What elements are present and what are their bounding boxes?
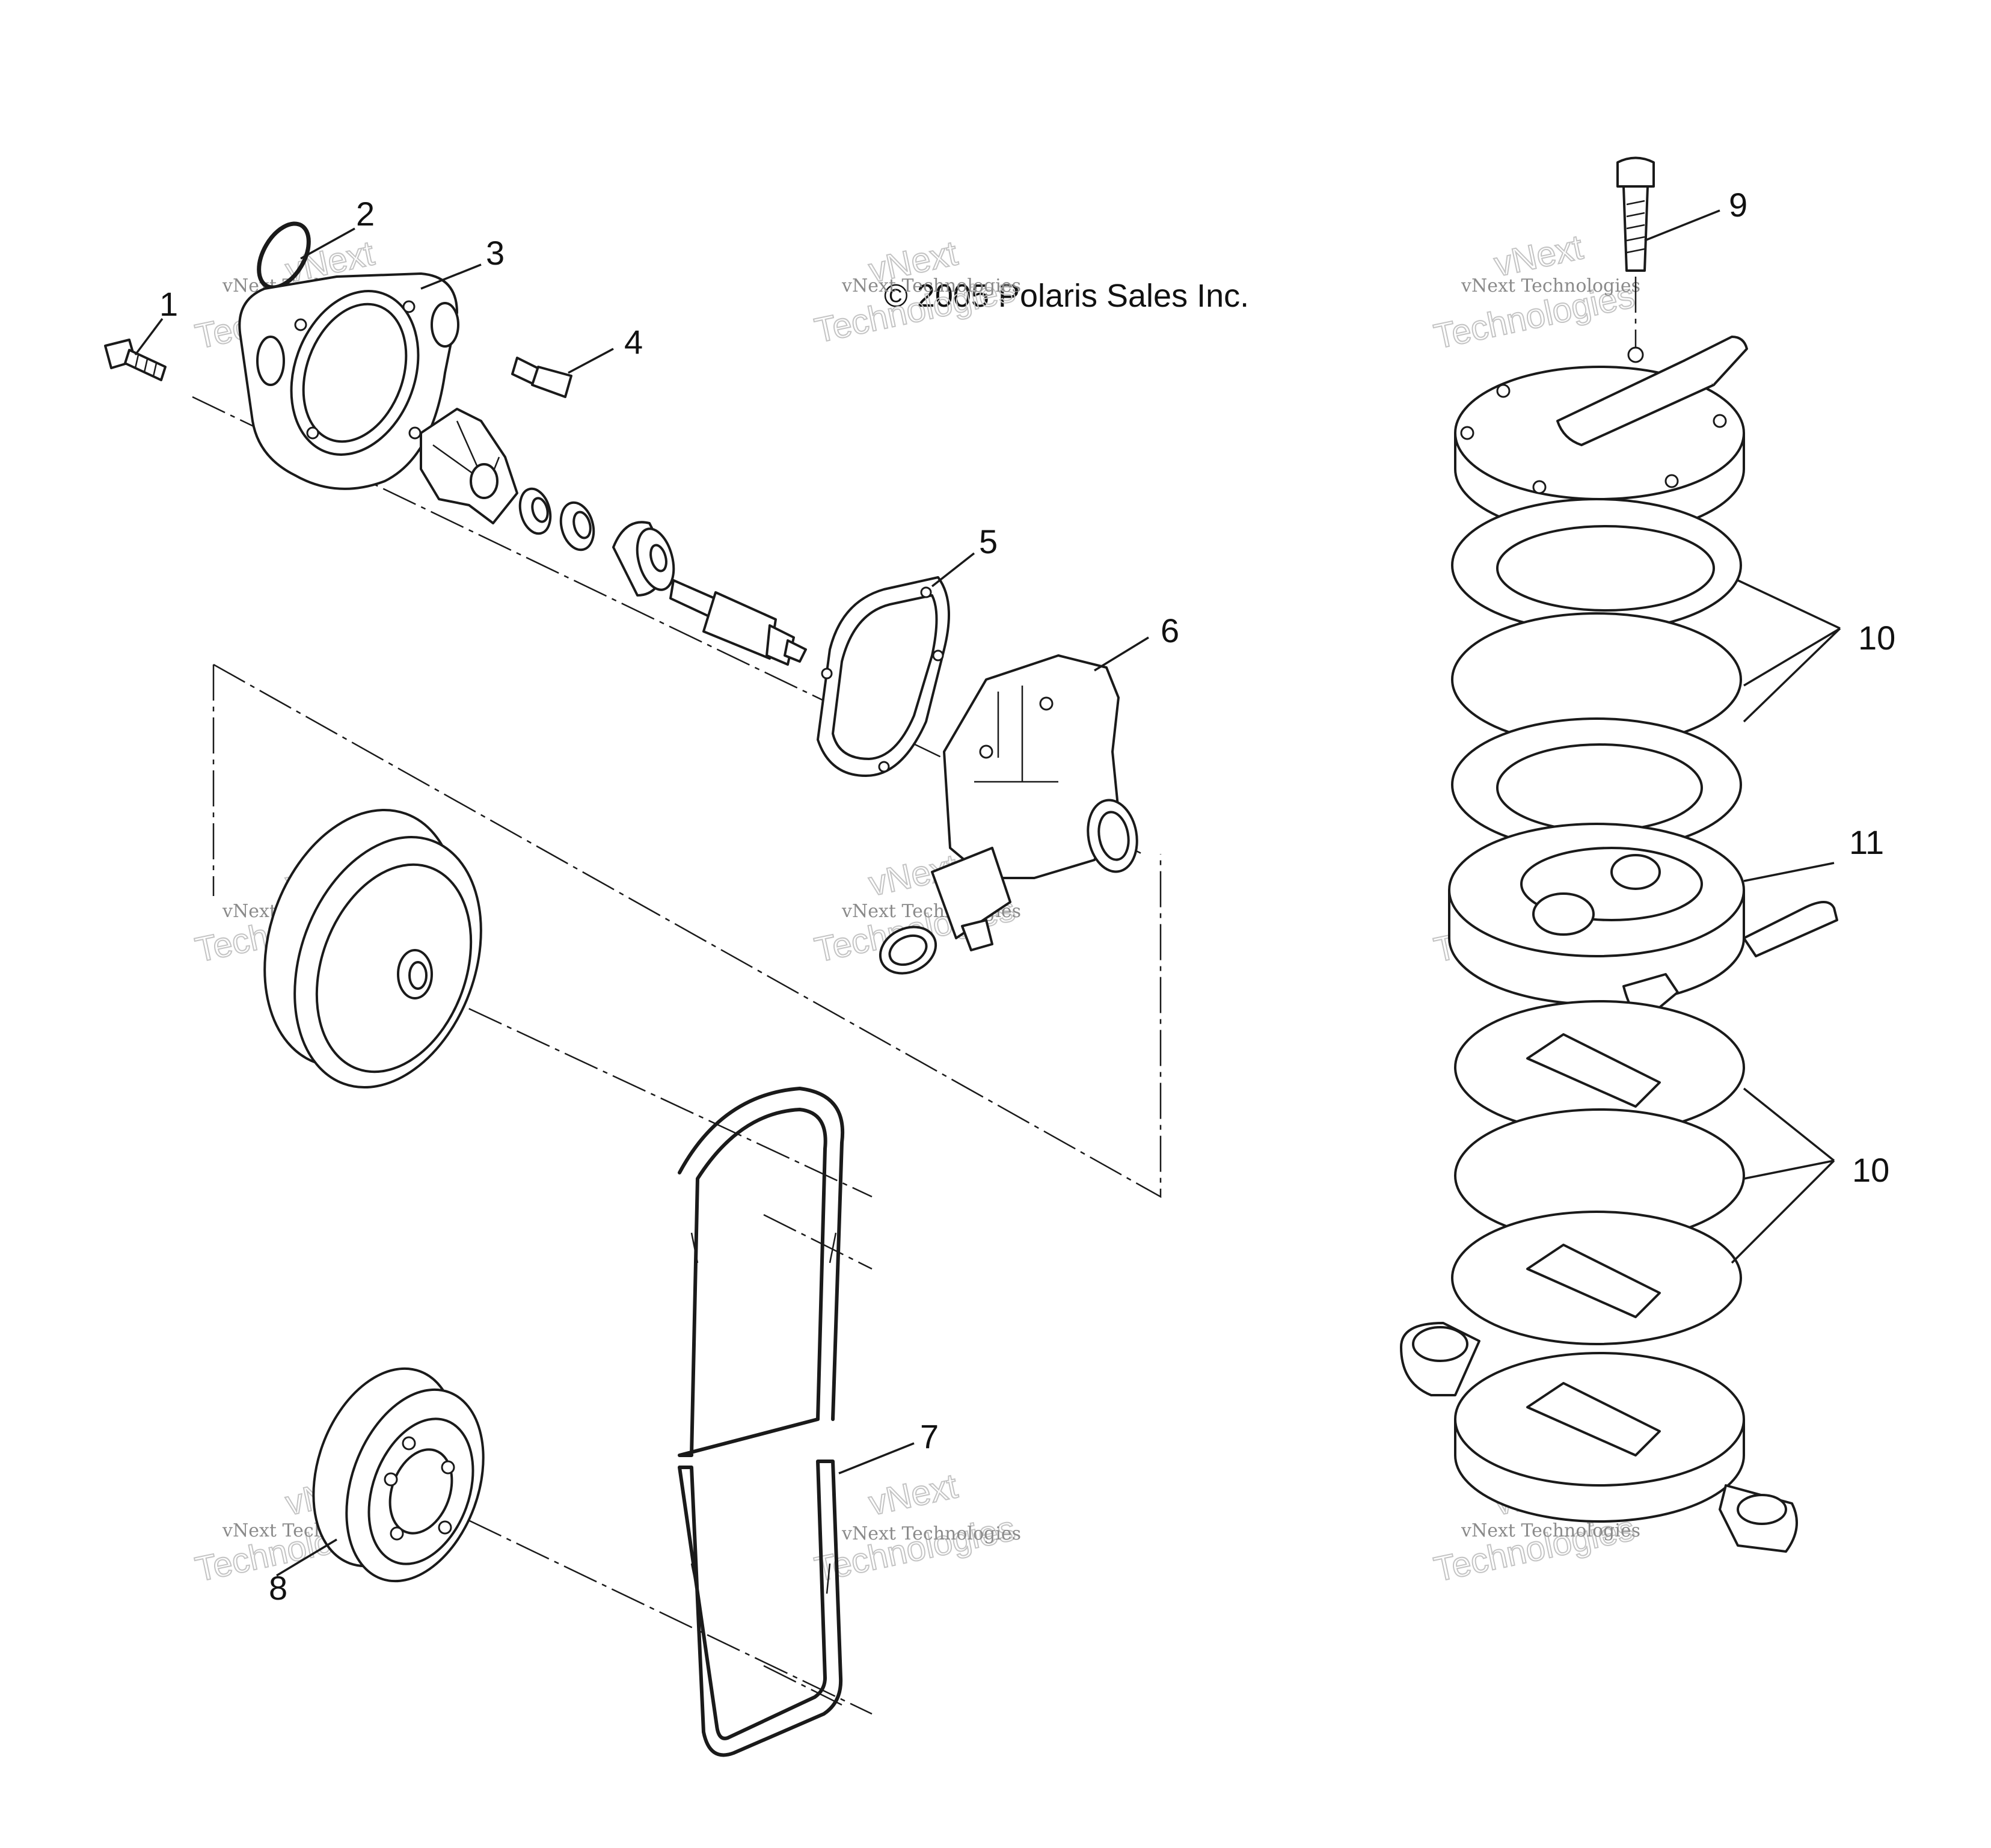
watermark-text-serif: vNext Technologies [841,275,1021,296]
leader-line-5 [931,552,975,588]
gasket-part-5 [817,576,950,777]
drive-belt-part-7 [678,1087,845,1757]
pulley-upper [263,808,482,1089]
diaphragm-upper-1 [1451,498,1742,633]
leader-lines-10-lower [1731,1087,1835,1264]
bolt-part-4 [511,357,572,398]
upper-pulley-centerline [420,985,873,1198]
callout-7: 7 [920,1417,939,1455]
copyright-text: © 2005 Polaris Sales Inc. [884,278,1249,314]
callout-10-lower: 10 [1852,1151,1889,1189]
leader-line-11 [1743,862,1835,882]
watermark-top-center: Technologies vNext vNext Technologies [811,233,1021,351]
pulley-part-8 [312,1367,485,1583]
leader-line-7 [838,1442,915,1475]
watermark-text-serif: vNext Technologies [841,1523,1021,1544]
diaphragm-lower-3 [1451,1211,1742,1345]
leader-line-1 [134,318,164,356]
belt-centerline-upper [763,1214,873,1270]
callout-9: 9 [1729,186,1747,224]
callout-11: 11 [1849,823,1884,861]
impeller [420,408,518,524]
o-ring-part-2 [257,221,311,290]
watermark-bottom-center: Technologies vNext vNext Technologies [811,1466,1021,1589]
belt-centerline-lower [763,1665,842,1706]
callout-3: 3 [486,234,505,272]
watermark-top-right: Technologies vNext vNext Technologies [1430,227,1640,357]
pump-body-part-11 [1448,823,1838,1024]
leader-line-3 [420,263,482,290]
watermark-text-serif: vNext Technologies [1461,1520,1640,1541]
leader-line-2 [300,227,355,260]
leader-line-4 [568,348,614,374]
pump-shaft [669,579,807,666]
leader-lines-10-upper [1737,579,1841,723]
leader-line-6 [1094,636,1149,672]
watermark-text-large: Technologies [811,1509,1019,1589]
lower-pulley-centerline [420,1496,873,1715]
callout-1: 1 [159,285,178,323]
screw-part-9 [1616,156,1655,272]
bearing [612,521,675,597]
callout-5: 5 [979,523,998,560]
callout-6: 6 [1161,612,1179,649]
fuel-pump-base [1400,1322,1798,1553]
callout-2: 2 [356,195,375,233]
seal-ring-b [559,501,595,551]
callout-10-upper: 10 [1858,619,1895,657]
callout-4: 4 [624,323,643,361]
leader-line-8 [276,1538,337,1577]
pump-housing-part-6 [879,654,1138,975]
pump-cover-part-3 [238,272,459,490]
watermark-text-serif: vNext Technologies [1461,275,1640,296]
callout-8: 8 [269,1569,287,1607]
seal-ring-a [518,487,552,535]
watermark-text-small: vNext [865,1466,961,1523]
leader-line-9 [1644,209,1720,242]
phantom-reference-box [212,663,1162,1199]
bolt-part-1 [104,339,167,381]
